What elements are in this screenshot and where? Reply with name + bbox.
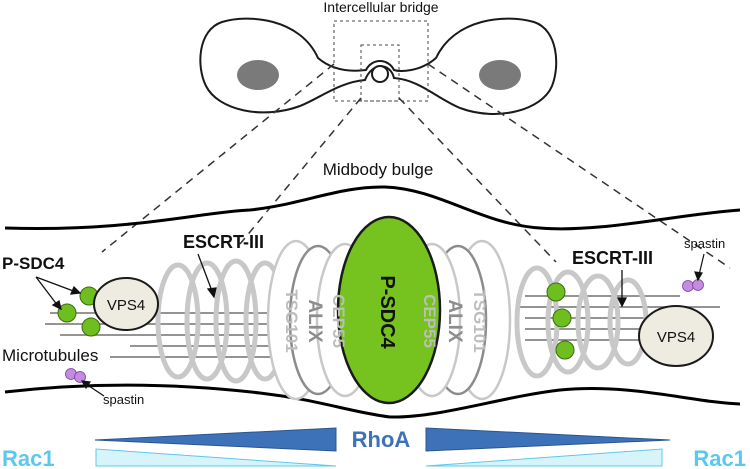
spastin-left [65,368,86,383]
rac1-gradient-right [425,448,663,467]
zoom-lines [101,63,731,269]
nucleus-right [479,60,521,90]
escrt-label-left: ESCRT-III [183,232,264,252]
cep55-label-left: CEP55 [329,294,348,348]
psdc4-dot-right-1 [546,282,566,302]
bridge-dashed-box [333,20,429,102]
escrt-spiral-left [155,258,287,384]
escrt-left-arrow [197,253,217,299]
spastin-right [682,279,704,292]
psdc4-left-arrows [35,276,82,311]
rhoa-label: RhoA [352,427,411,452]
rac1-label-left: Rac1 [2,446,55,469]
escrt-right-arrow [616,270,628,308]
intercellular-bridge-label: Intercellular bridge [323,0,438,15]
dividing-cell-outline [199,17,558,115]
microtubules-label: Microtubules [2,346,98,365]
tsg101-label-left: TSG101 [282,289,301,352]
nucleus-left [237,60,279,90]
rhoa-gradient-right [425,427,671,452]
tsg101-label-right: TSG101 [470,289,489,352]
rhoa-gradient-left [94,427,337,452]
membrane-top [4,185,741,231]
psdc4-dot-right-2 [552,308,572,328]
psdc4-label-left: P-SDC4 [2,254,65,273]
vps4-left [93,277,159,331]
vps4-right [638,305,714,367]
psdc4-dot-right-3 [555,340,575,360]
spastin-label-right: spastin [684,236,725,251]
spastin-label-left: spastin [103,392,144,407]
spastin-right-arrow [694,253,705,282]
alix-label-right: ALIX [444,299,465,343]
psdc4-center-body [336,215,442,405]
alix-label-left: ALIX [304,299,325,343]
escrt-spiral-right [514,265,649,379]
psdc4-dot-left-3 [81,317,101,337]
escrt-label-right: ESCRT-III [572,248,653,268]
membrane-bottom [4,383,741,419]
cep55-label-right: CEP55 [420,294,439,348]
small-midbody [371,65,389,83]
bulge-dashed-box [360,44,400,102]
vps4-label-right: VPS4 [657,329,695,346]
vps4-label-left: VPS4 [107,297,145,314]
psdc4-center-label: P-SDC4 [376,275,398,349]
psdc4-dot-left-2 [57,303,77,323]
midbody-bulge-label: Midbody bulge [323,160,434,179]
spastin-left-arrow [80,380,105,397]
rac1-label-right: Rac1 [693,446,746,469]
rac1-gradient-left [95,448,337,467]
